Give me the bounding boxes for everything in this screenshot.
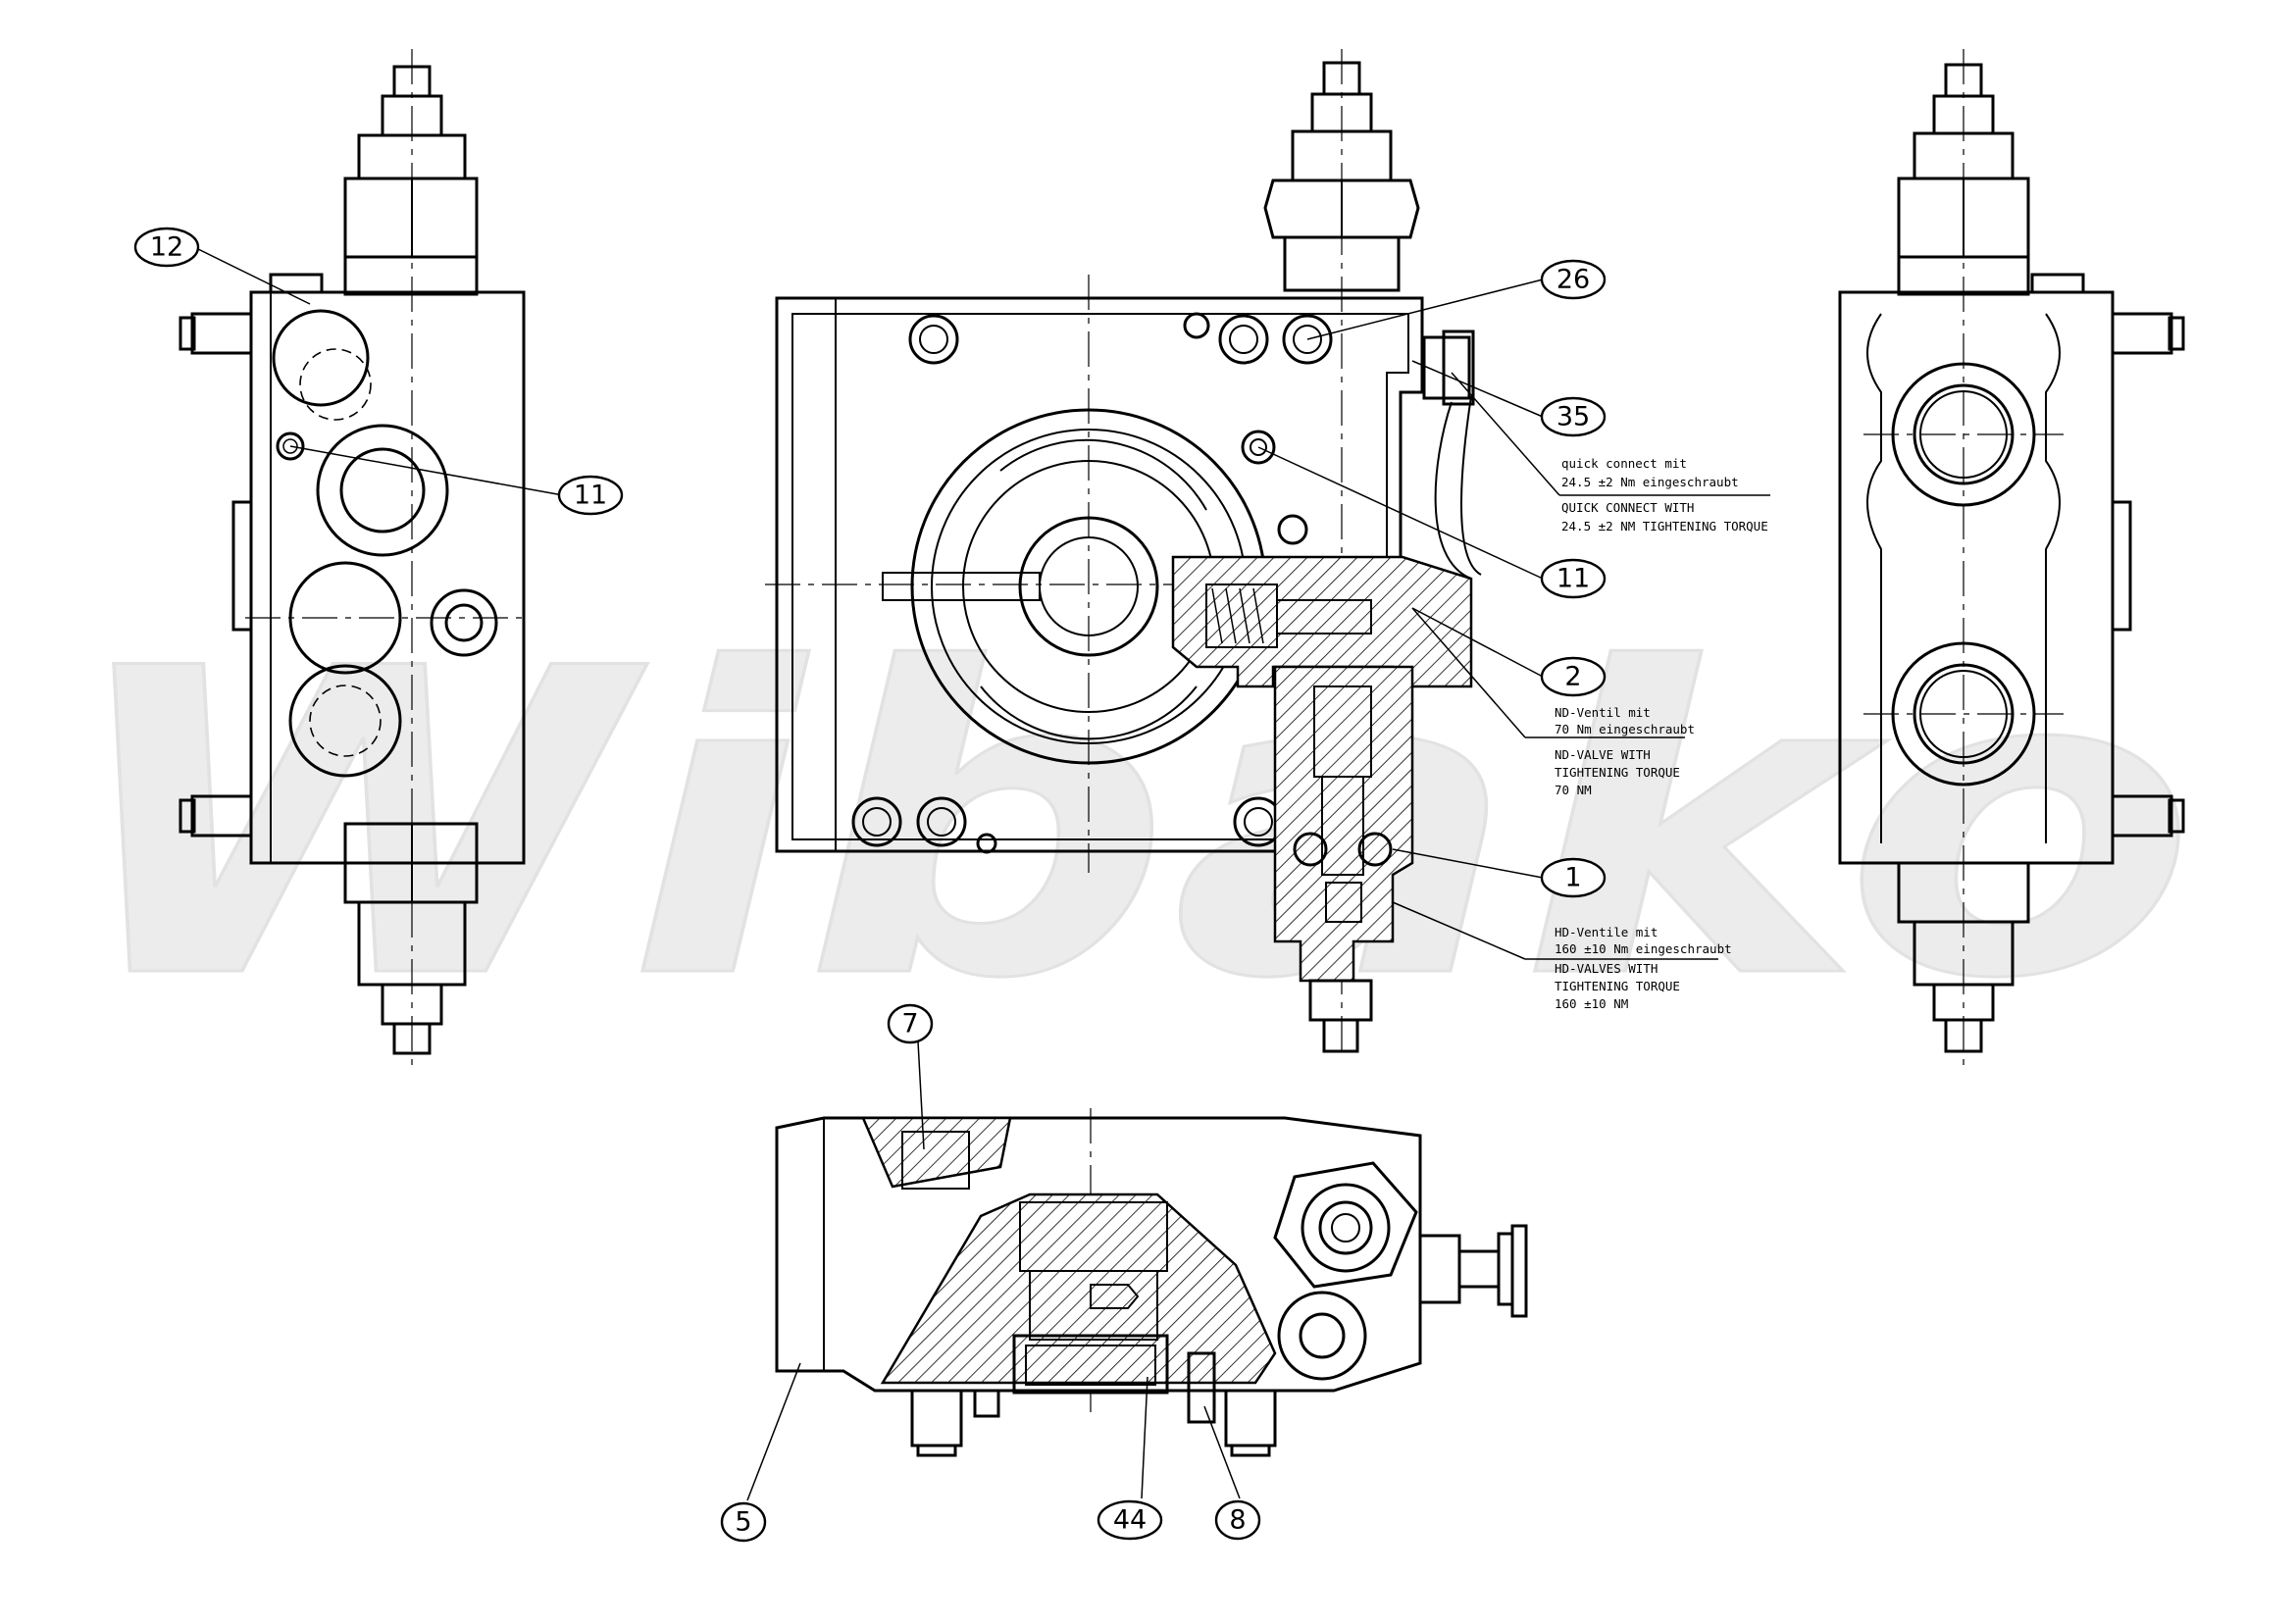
callout-5-label: 5 bbox=[735, 1507, 751, 1538]
callout-7-label: 7 bbox=[901, 1009, 918, 1040]
callout-12-label: 12 bbox=[150, 232, 183, 263]
left-side-view bbox=[179, 49, 530, 1069]
hd-valves-en-line-2: TIGHTENING TORQUE bbox=[1555, 979, 1680, 993]
callout-11-left-label: 11 bbox=[574, 481, 607, 511]
callout-44: 44 bbox=[1097, 1499, 1163, 1541]
callout-5: 5 bbox=[720, 1501, 767, 1543]
callout-1-label: 1 bbox=[1564, 863, 1581, 893]
center-front-view bbox=[765, 49, 1482, 1059]
hd-valves-en-line-3: 160 ±10 NM bbox=[1555, 996, 1628, 1011]
note-quick-connect: quick connect mit 24.5 ±2 Nm eingeschrau… bbox=[1561, 456, 1768, 533]
callout-44-label: 44 bbox=[1113, 1505, 1147, 1536]
watermark: Wibako bbox=[59, 581, 2197, 1071]
leader-lines bbox=[197, 248, 1770, 1501]
nd-valve-en-line-1: ND-VALVE WITH bbox=[1555, 747, 1651, 762]
nd-valve-de-line-1: ND-Ventil mit bbox=[1555, 705, 1651, 720]
callout-2: 2 bbox=[1540, 656, 1607, 697]
callout-7: 7 bbox=[887, 1003, 934, 1044]
callout-12: 12 bbox=[133, 227, 200, 268]
nd-valve-en-line-2: TIGHTENING TORQUE bbox=[1555, 765, 1680, 780]
note-hd-valves: HD-Ventile mit 160 ±10 Nm eingeschraubt … bbox=[1555, 925, 1732, 1011]
callout-26-label: 26 bbox=[1556, 265, 1590, 295]
callout-8: 8 bbox=[1214, 1499, 1261, 1541]
nd-valve-en-line-3: 70 NM bbox=[1555, 783, 1592, 797]
quick-connect-en-line-1: QUICK CONNECT WITH bbox=[1561, 500, 1694, 515]
hd-valves-en-line-1: HD-VALVES WITH bbox=[1555, 961, 1658, 976]
callout-35-label: 35 bbox=[1556, 402, 1590, 432]
hd-valves-de-line-1: HD-Ventile mit bbox=[1555, 925, 1658, 939]
callout-26: 26 bbox=[1540, 259, 1607, 300]
quick-connect-en-line-2: 24.5 ±2 NM TIGHTENING TORQUE bbox=[1561, 519, 1768, 533]
callout-2-label: 2 bbox=[1564, 662, 1581, 692]
callout-1: 1 bbox=[1540, 857, 1607, 898]
callout-11-left: 11 bbox=[557, 475, 624, 516]
right-side-view bbox=[1838, 49, 2185, 1069]
note-nd-valve: ND-Ventil mit 70 Nm eingeschraubt ND-VAL… bbox=[1555, 705, 1695, 797]
callout-11-center-label: 11 bbox=[1556, 564, 1590, 594]
callout-8-label: 8 bbox=[1229, 1505, 1246, 1536]
bottom-view bbox=[775, 1108, 1528, 1457]
quick-connect-de-line-1: quick connect mit bbox=[1561, 456, 1687, 471]
quick-connect-de-line-2: 24.5 ±2 Nm eingeschraubt bbox=[1561, 475, 1739, 489]
callout-11-center: 11 bbox=[1540, 558, 1607, 599]
hd-valves-de-line-2: 160 ±10 Nm eingeschraubt bbox=[1555, 941, 1732, 956]
nd-valve-de-line-2: 70 Nm eingeschraubt bbox=[1555, 722, 1695, 736]
callout-35: 35 bbox=[1540, 396, 1607, 437]
